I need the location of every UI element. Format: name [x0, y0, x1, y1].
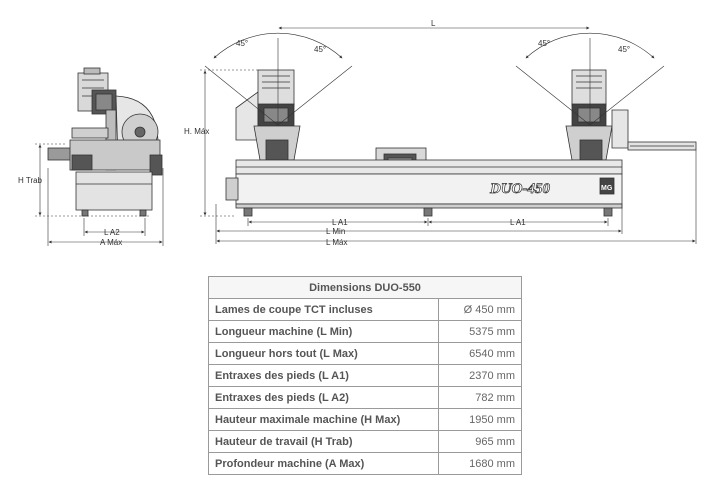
row-label: Longueur hors tout (L Max): [208, 342, 439, 365]
row-label: Profondeur machine (A Max): [208, 452, 439, 475]
table-row: Longueur hors tout (L Max)6540 mm: [208, 342, 522, 365]
angle-right-2: 45°: [618, 45, 630, 54]
table-row: Profondeur machine (A Max)1680 mm: [208, 452, 522, 475]
h-trab-label: H Trab: [18, 176, 43, 185]
row-value: 2370 mm: [438, 364, 522, 387]
front-view: [225, 69, 697, 217]
row-value: Ø 450 mm: [438, 298, 522, 321]
table-row: Hauteur maximale machine (H Max)1950 mm: [208, 408, 522, 431]
row-label: Entraxes des pieds (L A2): [208, 386, 439, 409]
side-dimensions: [35, 143, 164, 246]
angle-left-1: 45°: [236, 39, 248, 48]
l-max-label: L Máx: [326, 238, 348, 247]
a-max-label: A Máx: [100, 238, 122, 247]
angle-arcs: [204, 32, 665, 126]
row-label: Hauteur de travail (H Trab): [208, 430, 439, 453]
row-value: 1950 mm: [438, 408, 522, 431]
row-value: 965 mm: [438, 430, 522, 453]
l-label: L: [431, 19, 436, 28]
table-title: Dimensions DUO-550: [208, 276, 522, 299]
badge-label: MG: [601, 185, 613, 192]
side-view: [47, 67, 163, 217]
table-row: Hauteur de travail (H Trab)965 mm: [208, 430, 522, 453]
l-a2-label: L A2: [104, 228, 120, 237]
l-min-label: L Min: [326, 227, 345, 236]
brand-logo-text: DUO-450: [489, 181, 550, 197]
dimensions-table: Dimensions DUO-550 Lames de coupe TCT in…: [208, 276, 522, 475]
row-value: 5375 mm: [438, 320, 522, 343]
angle-left-2: 45°: [314, 45, 326, 54]
row-label: Lames de coupe TCT incluses: [208, 298, 439, 321]
l-a1-right-label: L A1: [510, 218, 526, 227]
front-dimensions: [200, 26, 697, 244]
row-label: Hauteur maximale machine (H Max): [208, 408, 439, 431]
row-label: Longueur machine (L Min): [208, 320, 439, 343]
row-value: 1680 mm: [438, 452, 522, 475]
l-a1-left-label: L A1: [332, 218, 348, 227]
angle-right-1: 45°: [538, 39, 550, 48]
row-value: 6540 mm: [438, 342, 522, 365]
table-row: Entraxes des pieds (L A1)2370 mm: [208, 364, 522, 387]
h-max-label: H. Máx: [184, 127, 209, 136]
row-value: 782 mm: [438, 386, 522, 409]
table-row: Longueur machine (L Min)5375 mm: [208, 320, 522, 343]
technical-drawing: H Trab L A2 A Máx: [18, 19, 697, 247]
table-row: Entraxes des pieds (L A2)782 mm: [208, 386, 522, 409]
row-label: Entraxes des pieds (L A1): [208, 364, 439, 387]
